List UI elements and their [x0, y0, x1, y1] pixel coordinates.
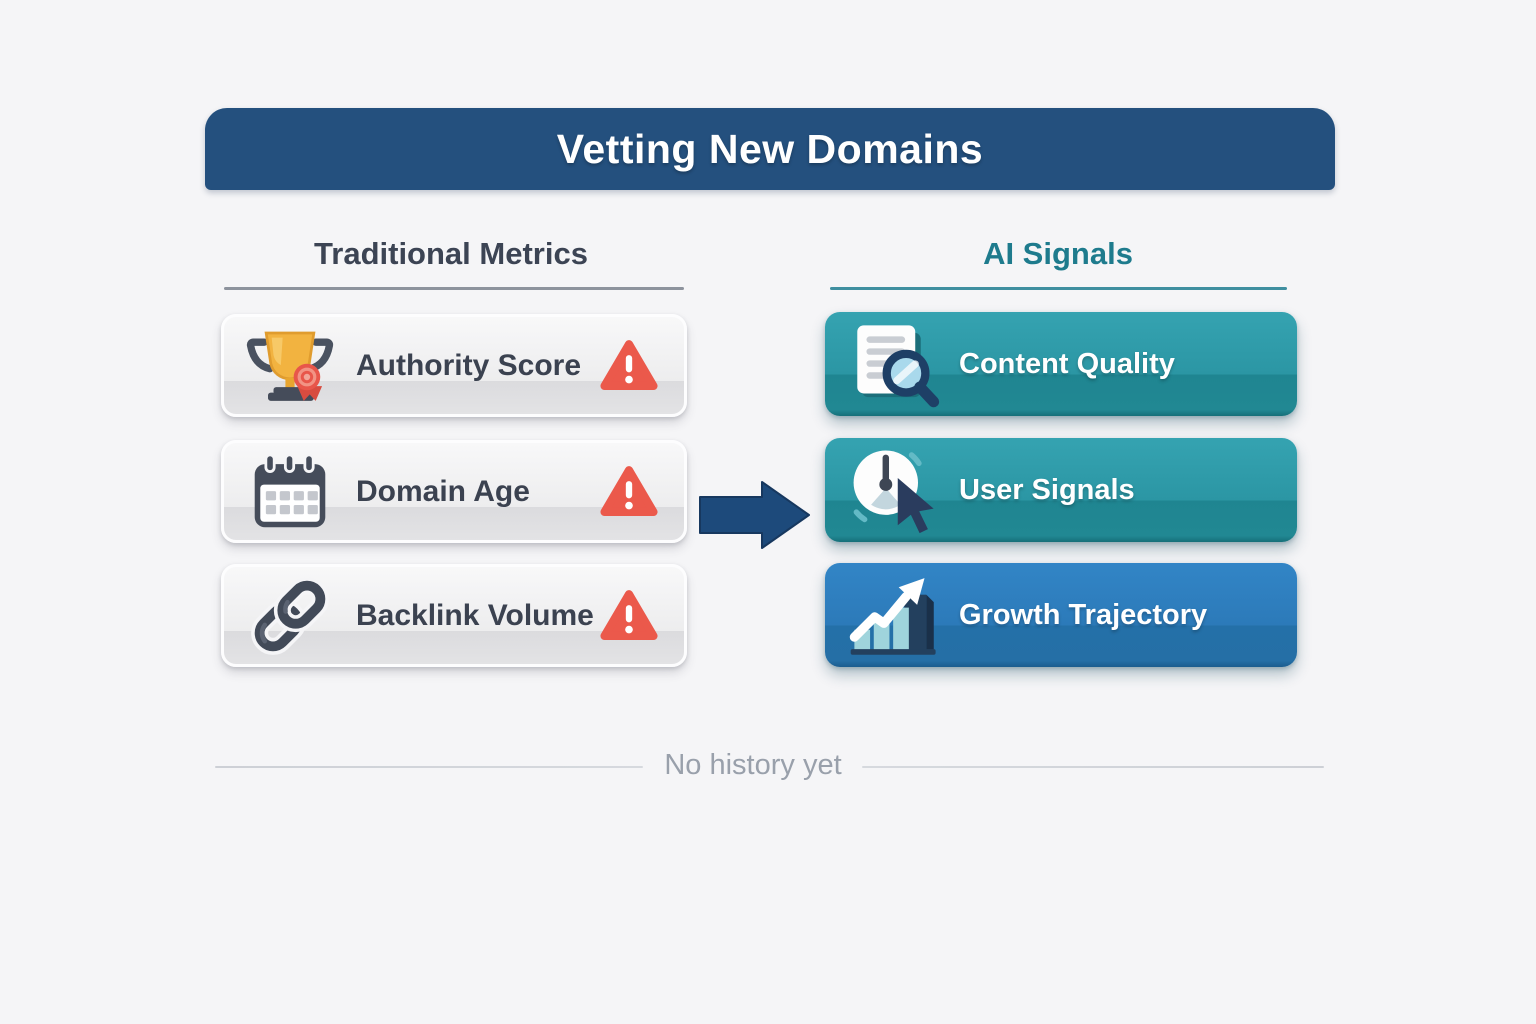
traditional-header-rule [224, 287, 684, 290]
footer-divider-left [215, 766, 643, 768]
card-label: User Signals [959, 473, 1135, 506]
footer-note: No history yet [664, 749, 842, 781]
calendar-icon [240, 452, 340, 531]
chain-link-icon [240, 575, 340, 657]
card-label: Domain Age [356, 474, 530, 508]
card-content-quality: Content Quality [825, 312, 1297, 416]
warning-icon [600, 465, 658, 519]
document-search-icon [843, 319, 947, 409]
card-authority-score: Authority Score [221, 314, 687, 417]
title-banner: Vetting New Domains [205, 108, 1335, 190]
trophy-icon [240, 325, 340, 407]
gauge-cursor-icon [843, 444, 947, 536]
growth-chart-icon [843, 570, 947, 660]
card-label: Content Quality [959, 347, 1175, 380]
card-domain-age: Domain Age [221, 440, 687, 543]
transition-arrow-icon [698, 480, 812, 555]
warning-icon [600, 589, 658, 643]
card-label: Backlink Volume [356, 598, 594, 632]
card-backlink-volume: Backlink Volume [221, 564, 687, 667]
ai-header-rule [830, 287, 1287, 290]
card-growth-trajectory: Growth Trajectory [825, 563, 1297, 667]
traditional-metrics-header: Traditional Metrics [314, 236, 588, 271]
footer-divider-right [862, 766, 1324, 768]
card-label: Growth Trajectory [959, 598, 1208, 631]
warning-icon [600, 339, 658, 393]
ai-signals-header: AI Signals [983, 236, 1133, 271]
card-user-signals: User Signals [825, 438, 1297, 542]
page-title: Vetting New Domains [556, 125, 984, 172]
card-label: Authority Score [356, 348, 582, 382]
